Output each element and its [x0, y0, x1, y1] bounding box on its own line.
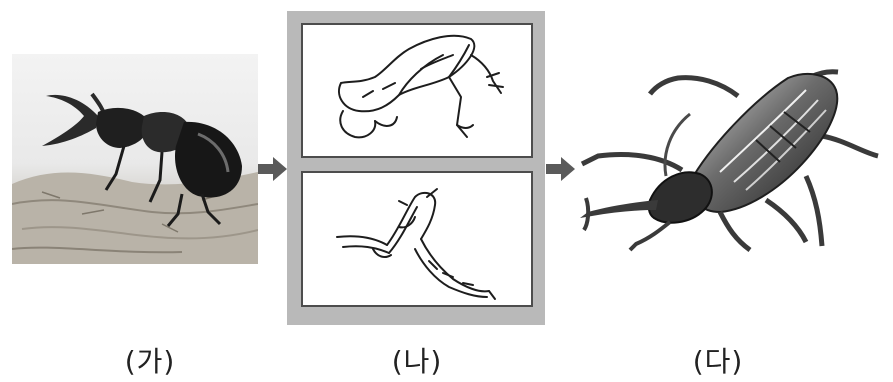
sketch-side-view-graphic — [303, 25, 531, 156]
caption-na: (나) — [392, 340, 443, 380]
sketch-panel — [287, 11, 545, 325]
beetle-render-graphic — [570, 60, 890, 260]
sketch-leg-view-graphic — [303, 173, 531, 305]
caption-ga: (가) — [125, 340, 176, 380]
beetle-render — [570, 60, 890, 260]
beetle-photo-graphic — [12, 54, 258, 264]
sketch-leg-view — [301, 171, 533, 307]
caption-da: (다) — [693, 340, 744, 380]
beetle-photo — [12, 54, 258, 264]
sketch-side-view — [301, 23, 533, 158]
right-arrow-icon — [258, 156, 288, 182]
